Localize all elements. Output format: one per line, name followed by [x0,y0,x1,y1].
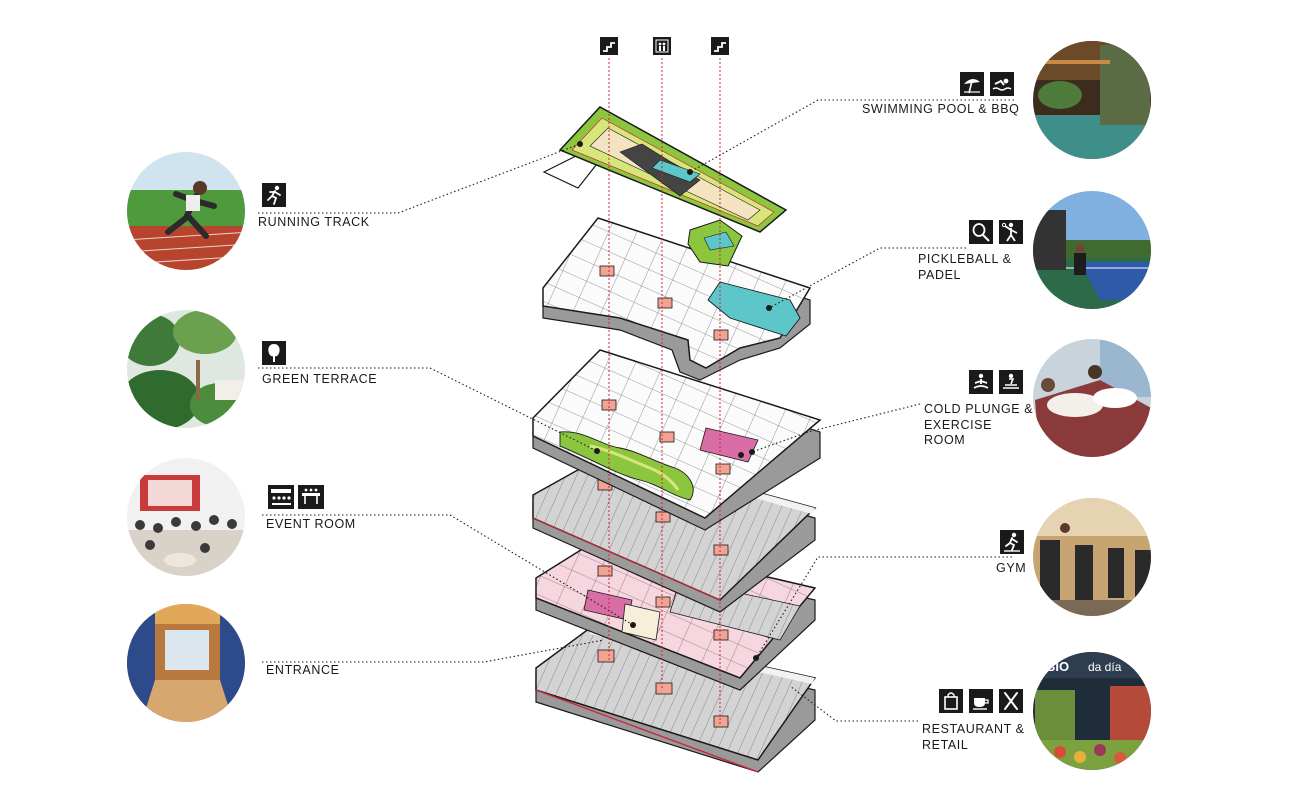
level-amenity-terrace [532,349,822,531]
leader-gym [755,556,1012,659]
garden-photo[interactable] [120,308,250,433]
label-event-room: EVENT ROOM [266,517,356,531]
event-hall-photo[interactable] [125,456,250,581]
leader-retail [789,685,918,722]
elevator-icon [653,37,671,55]
label-pickleball-padel: PICKLEBALL & PADEL [918,252,1012,282]
building-stack [532,58,822,773]
leader-event [262,514,634,626]
level-roof [542,106,788,267]
pickleball-court-photo[interactable] [1030,190,1155,315]
coffee-cup-icon [969,689,993,713]
core-icons [600,37,729,55]
market-photo[interactable]: BIO da día [1030,650,1155,775]
leader-green [258,367,598,452]
shopping-bag-icon [939,689,963,713]
label-gym: GYM [996,561,1027,575]
running-track-photo[interactable] [125,150,250,276]
svg-text:da día: da día [1088,660,1122,674]
label-running-track: RUNNING TRACK [258,215,370,229]
treadmill-runner-icon [1000,530,1024,554]
level-residential [542,217,812,381]
runner-icon [262,183,286,207]
label-restaurant-retail: RESTAURANT & RETAIL [922,722,1025,752]
svg-text:BIO: BIO [1046,659,1069,674]
amenity-icons [262,72,1024,713]
massage-icon [999,370,1023,394]
audience-icon [268,485,294,509]
racket-icon [969,220,993,244]
leader-running [258,143,581,214]
padel-player-icon [999,220,1023,244]
label-cold-plunge-exercise-room: COLD PLUNGE & EXERCISE ROOM [924,402,1034,447]
label-green-terrace: GREEN TERRACE [262,372,378,386]
label-entrance: ENTRANCE [266,663,340,677]
label-swimming-pool-bbq: SWIMMING POOL & BBQ [862,102,1020,116]
cutlery-icon [999,689,1023,713]
leader-pickleball [768,247,966,309]
pool-terrace-photo[interactable] [1030,40,1155,165]
leader-lines [258,99,1014,722]
gym-photo[interactable] [1030,496,1155,621]
vertical-cores [608,58,721,724]
leader-pool [689,99,1014,173]
stairs-icon [711,37,729,55]
spa-lounge-photo[interactable] [1030,337,1155,462]
stairs-icon [600,37,618,55]
tree-icon [262,341,286,365]
swimmer-icon [990,72,1014,96]
meditation-icon [969,370,993,394]
table-icon [298,485,324,509]
lobby-photo[interactable] [125,602,250,727]
umbrella-icon [960,72,984,96]
